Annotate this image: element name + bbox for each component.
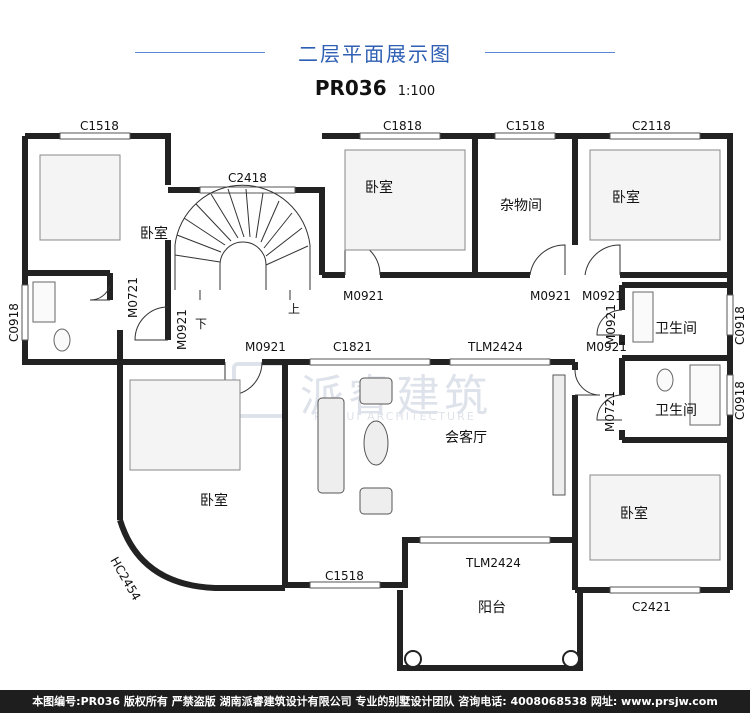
watermark: 派睿建筑 PAIRUI ARCHITECTURE	[232, 358, 532, 428]
label-tlm2424-top: TLM2424	[467, 340, 523, 354]
plan-code: PR036	[314, 76, 387, 100]
label-m0921-bed4: M0921	[245, 340, 286, 354]
stair-up: 上	[288, 302, 300, 316]
label-tlm2424-bottom: TLM2424	[465, 556, 521, 570]
label-c1518-bottom: C1518	[325, 569, 364, 583]
room-balcony: 阳台	[478, 600, 506, 616]
label-m0921-storage: M0921	[530, 289, 571, 303]
balcony-posts	[404, 650, 580, 668]
title-rule-right	[485, 52, 615, 53]
plan-subtitle: PR036 1:100	[0, 76, 750, 100]
label-c1821: C1821	[333, 340, 372, 354]
windows	[21, 132, 734, 594]
label-c0918-right1: C0918	[733, 306, 747, 345]
room-bedroom-southwest: 卧室	[200, 492, 228, 509]
label-m0921-bath1b: M0921	[586, 340, 627, 354]
label-m0921-stair: M0921	[175, 309, 189, 350]
label-c1518-top: C1518	[80, 119, 119, 133]
plan-scale: 1:100	[397, 84, 436, 99]
room-bedroom-southeast: 卧室	[620, 505, 648, 522]
stair-down: 下	[195, 317, 207, 331]
room-bathroom-1: 卫生间	[655, 321, 697, 337]
label-m0721-right: M0721	[603, 391, 617, 432]
label-m0921-bed3: M0921	[582, 289, 623, 303]
label-c2421: C2421	[632, 600, 671, 614]
room-bathroom-2: 卫生间	[655, 403, 697, 419]
label-m0921-bed2: M0921	[343, 289, 384, 303]
spiral-stair	[174, 184, 311, 300]
label-c1518-mid: C1518	[506, 119, 545, 133]
room-storage: 杂物间	[500, 198, 542, 214]
floor-plan: 卧室 卧室 杂物间 卧室 卫生间 卫生间 卧室 会客厅 卧室 阳台 下 上 C1…	[7, 119, 747, 671]
room-bedroom-3: 卧室	[612, 189, 640, 206]
page-title: 二层平面展示图	[298, 42, 452, 66]
label-c2418: C2418	[228, 171, 267, 185]
label-c2118: C2118	[632, 119, 671, 133]
living-furniture	[317, 374, 566, 515]
label-c0918-left: C0918	[7, 303, 21, 342]
title-rule-left	[135, 52, 265, 53]
label-m0721-left: M0721	[126, 277, 140, 318]
beds	[39, 149, 721, 561]
label-m0921-bath1: M0921	[604, 304, 618, 345]
room-bedroom-left: 卧室	[140, 225, 168, 242]
label-c0918-right2: C0918	[733, 381, 747, 420]
label-c1818: C1818	[383, 119, 422, 133]
room-bedroom-2: 卧室	[365, 179, 393, 196]
footer-banner: 本图编号:PR036 版权所有 严禁盗版 湖南派睿建筑设计有限公司 专业的别墅设…	[0, 690, 750, 713]
label-hc2454: HC2454	[107, 555, 143, 604]
bath-fixtures	[32, 281, 721, 426]
room-living: 会客厅	[445, 429, 487, 446]
watermark-english: PAIRUI ARCHITECTURE	[314, 410, 476, 423]
